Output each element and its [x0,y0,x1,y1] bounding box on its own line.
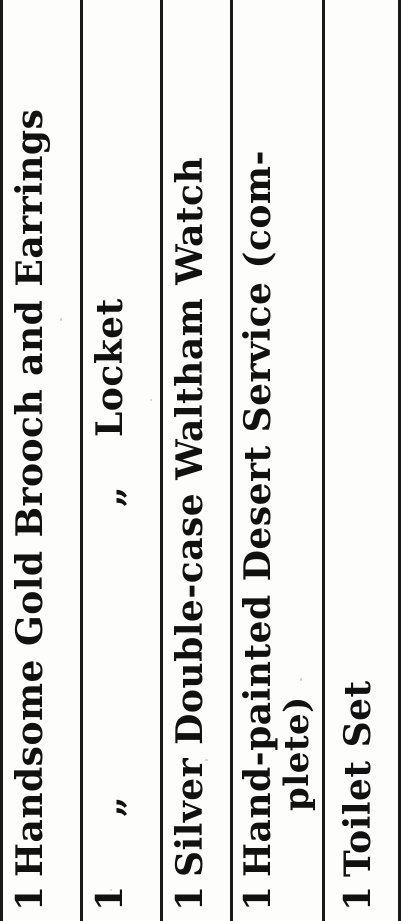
row-rule [322,0,325,921]
item-text: Handsome Gold Brooch and Earrings [9,108,51,877]
item-line-toilet-set: 1 Toilet Set [337,680,379,911]
item-quantity: 1 [9,885,51,911]
print-speck [60,318,62,321]
item-quantity: 1 [237,885,279,911]
item-quantity: 1 [169,885,211,911]
item-text: Silver Double-case Waltham Watch [169,156,211,877]
item-text: Hand-painted Desert Service (com- [237,150,279,877]
item-line-watch: 1 Silver Double-case Waltham Watch [169,156,211,911]
row-rule [80,0,83,921]
top-rule [0,0,3,921]
bottom-rule [398,0,401,921]
item-line-desert-service: 1 Hand-painted Desert Service (com- [237,150,279,911]
item-text-continuation: plete) [277,696,317,811]
row-rule [230,0,233,921]
item-text: Toilet Set [337,680,379,877]
item-quantity: 1 [337,885,379,911]
row-rule [160,0,163,921]
item-quantity: 1 [89,885,131,911]
print-speck [205,759,208,761]
item-line-brooch: 1 Handsome Gold Brooch and Earrings [9,108,51,911]
print-speck [110,889,112,891]
item-line-continuation: plete) [277,696,317,811]
print-speck [300,678,302,681]
print-speck [150,399,152,401]
item-line-locket: 1 „ „ Locket [89,298,131,911]
ditto-mark: „ [89,485,131,507]
ditto-mark: „ [89,795,131,817]
item-text: Locket [89,298,131,437]
